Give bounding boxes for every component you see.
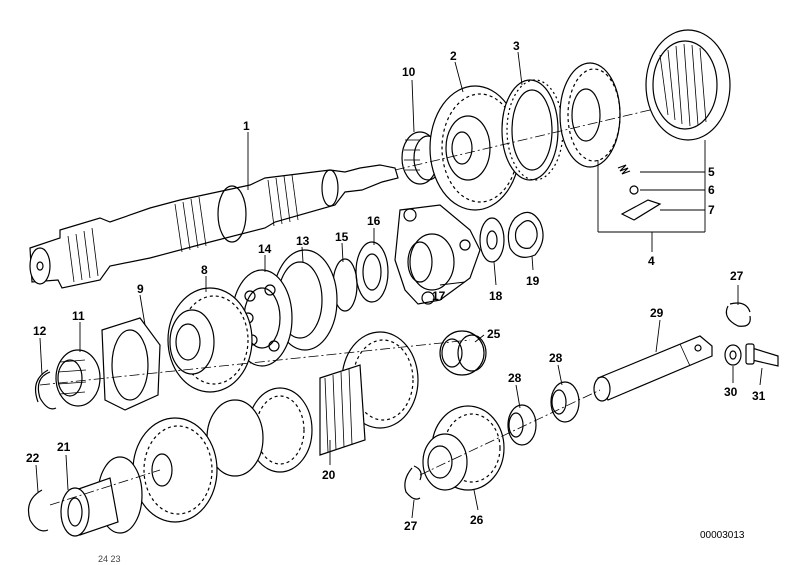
label-part-4: 4 [648,254,655,268]
label-part-25: 25 [487,327,501,341]
bolt-31 [745,343,779,367]
sliding-sleeve [645,29,731,141]
label-part-7: 7 [708,203,715,217]
label-part-26: 26 [470,513,484,527]
main-shaft [29,164,399,289]
leader-lines [35,51,763,519]
label-part-9: 9 [137,282,144,296]
label-part-12: 12 [33,324,47,338]
label-part-15: 15 [335,230,349,244]
reverse-shaft-29 [593,335,713,402]
label-part-2: 2 [450,49,457,63]
circlip-27-lower [404,465,422,500]
reverse-gear-26 [422,405,505,491]
label-part-16: 16 [367,214,381,228]
label-part-28-right: 28 [549,351,563,365]
label-part-27-upper: 27 [730,269,744,283]
label-part-14: 14 [258,242,272,256]
reference-number: 00003013 [700,530,745,541]
label-part-30: 30 [724,385,738,399]
label-part-11: 11 [72,309,85,323]
ball-bearing-16 [355,241,389,303]
synchro-ring-9 [101,317,161,411]
thrust-key-7 [620,199,662,221]
label-part-3: 3 [513,39,520,53]
washer-30 [724,344,742,366]
gear-8 [167,287,253,393]
synchro-ring-3 [501,79,564,181]
label-part-17: 17 [432,289,446,303]
circlip-12 [35,369,57,410]
synchro-hub [559,62,621,168]
label-part-10: 10 [402,65,416,79]
detent-spring-5 [617,164,631,175]
needle-bearing-11 [55,349,101,407]
needle-bearing-28-right [550,381,580,423]
circlip-27-upper [725,302,751,327]
label-part-27-lower: 27 [404,519,418,533]
needle-bearing-28-left [507,404,537,446]
detent-ball-6 [629,185,639,195]
label-part-1: 1 [243,119,250,133]
label-part-13: 13 [296,234,310,248]
label-part-22: 22 [26,451,40,465]
circlip-22 [27,489,49,532]
label-part-21: 21 [57,440,71,454]
gear-2 [429,85,521,211]
needle-bearing-10 [401,131,443,185]
label-part-5: 5 [708,165,715,179]
label-part-20: 20 [322,468,336,482]
label-part-6: 6 [708,183,715,197]
label-part-18: 18 [489,289,503,303]
bearing-race-21 [60,456,143,537]
label-part-29: 29 [650,306,664,320]
washer-18 [479,217,505,263]
needle-bearing-25 [439,330,487,376]
centerlines [39,109,651,506]
label-part-19: 19 [526,274,540,288]
label-part-8: 8 [201,263,208,277]
shim-19 [507,211,544,258]
label-part-31: 31 [752,389,766,403]
footer-fragment: 24 23 [98,554,121,564]
bearing-plate-17 [394,204,481,305]
label-part-28-left: 28 [508,371,522,385]
countershaft-20 [132,331,419,523]
